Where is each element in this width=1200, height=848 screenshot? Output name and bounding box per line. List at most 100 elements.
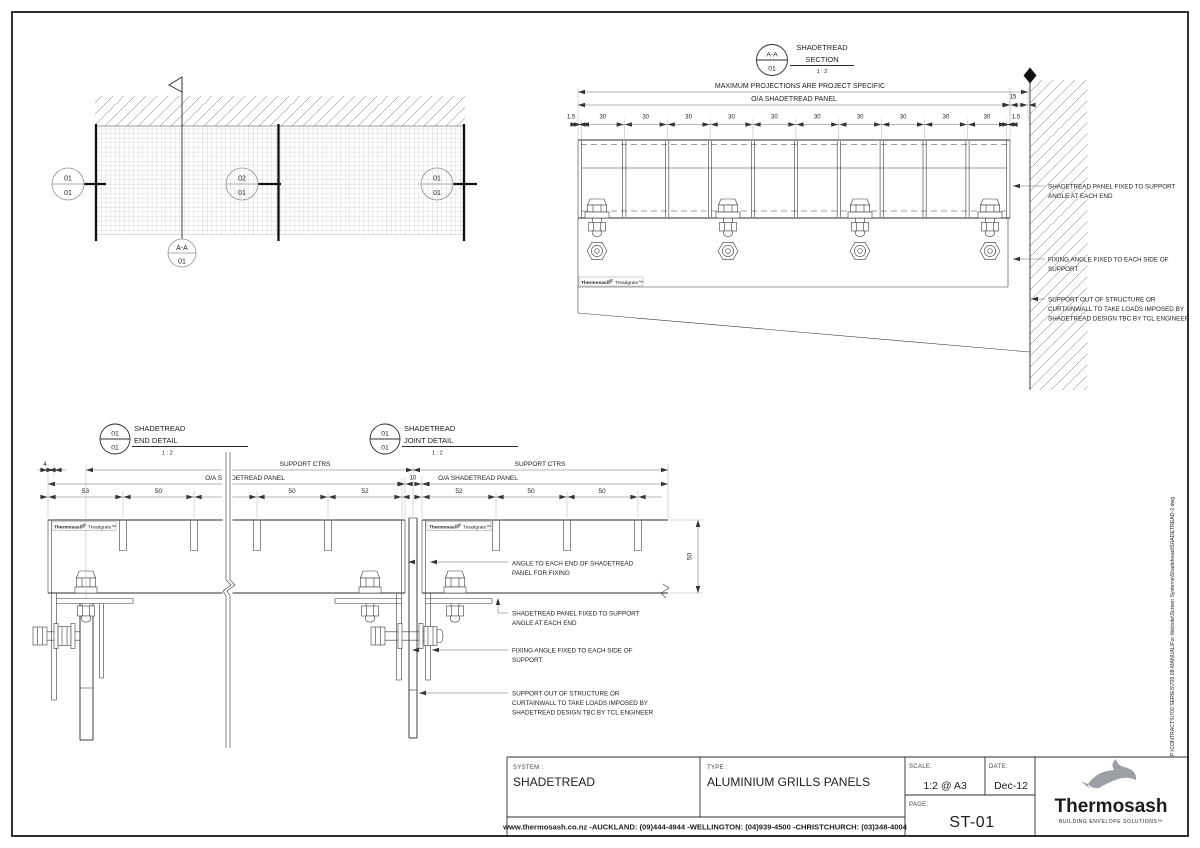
plan-callout-3: 01 01 [420,167,477,201]
annotation-text: SHADETREAD PANEL FIXED TO SUPPORT [512,611,640,618]
dove-icon [1088,759,1137,789]
wall-hatch [95,96,465,126]
dim-label: MAXIMUM PROJECTIONS ARE PROJECT SPECIFIC [715,83,885,90]
detail-views: 01 01 SHADETREAD END DETAIL 1 : 2 01 01 … [32,423,670,741]
page-label: PAGE: [909,802,928,808]
dim-label: 10 [410,476,417,482]
contact-line: www.thermosash.co.nz -AUCKLAND: (09)444-… [502,823,908,832]
joint-callout-top: 01 [381,431,389,438]
dim-label: 50 [527,488,535,495]
callout-top: 01 [64,176,72,183]
end-detail-title: 01 01 SHADETREAD END DETAIL 1 : 2 [99,423,248,457]
callout-bottom: 01 [238,190,246,197]
section-title-line2: SECTION [805,55,838,64]
panel-break-jog [660,583,670,599]
annotation-text: ANGLE TO EACH END OF SHADETREAD [512,561,634,568]
section-title: A-A 01 SHADETREAD SECTION 1 : 2 [756,43,854,76]
joint-detail-title: 01 01 SHADETREAD JOINT DETAIL 1 : 2 [369,423,518,457]
dim-label: 30 [984,115,991,121]
dimension-row: MAXIMUM PROJECTIONS ARE PROJECT SPECIFIC [578,83,1028,95]
datum-diamond-icon [1023,67,1037,84]
plan-callout-1: 01 01 [51,167,106,201]
annotation-text: SHADETREAD DESIGN TBC BY TCL ENGINEER [1048,316,1190,323]
joint-title-scale: 1 : 2 [432,451,443,457]
panel-height-dimension: 50 [670,519,703,594]
section-flag-icon [168,76,183,93]
margin-file-note: P:\CONTRACTS\700 SERIES\709.08-MANUAL\Fo… [1170,497,1176,756]
annotation-text: FIXING ANGLE FIXED TO EACH SIDE OF [1048,257,1169,264]
joint-callout-bottom: 01 [381,445,389,452]
joint-detail-fixings [334,517,493,739]
callout-top: 02 [238,176,246,183]
plan-view: A-A 01 01 01 02 01 01 01 [51,76,477,268]
dim-label: 30 [600,115,607,121]
dimension-row: O/A SHADETREAD PANEL [578,96,1010,108]
plan-callout-2: 02 01 [225,167,281,201]
section-title-scale: 1 : 2 [817,69,828,75]
annotation-text: SUPPORT OUT OF STRUCTURE OR [512,691,620,698]
dimension-row: 15 [1002,95,1036,108]
dimensions: MAXIMUM PROJECTIONS ARE PROJECT SPECIFIC… [38,83,1036,500]
dim-label: 30 [642,115,649,121]
section-marker-bottom: 01 [178,259,186,266]
dim-label: O/A SHADETREAD PANEL [751,96,837,103]
callout-top: 01 [433,176,441,183]
type-label: TYPE : [707,765,728,771]
dim-label: 30 [857,115,864,121]
dim-label: 52 [361,488,369,495]
dim-label: O/A SHADETREAD PANEL [205,475,285,482]
section-title-line1: SHADETREAD [796,43,848,52]
sheet-border [11,11,1189,837]
thermosash-logo: Thermosash BUILDING ENVELOPE SOLUTIONS™ [1055,759,1168,825]
dim-label: 50 [598,488,606,495]
annotation-text: SUPPORT [512,657,542,664]
dim-label: 30 [685,115,692,121]
dim-label: 50 [155,488,163,495]
system-value: SHADETREAD [513,775,595,789]
dimension-row: 53 50 [40,488,226,500]
annotation-text: SHADETREAD PANEL FIXED TO SUPPORT [1048,184,1176,191]
dim-label: 15 [1010,95,1017,101]
break-line [222,452,236,748]
section-view: A-A 01 SHADETREAD SECTION 1 : 2 [577,43,1088,390]
title-block: SYSTEM : SHADETREAD TYPE : ALUMINIUM GRI… [502,756,1188,836]
joint-title-line2: JOINT DETAIL [404,436,453,445]
section-callout-bottom: 01 [768,66,776,73]
scale-label: SCALE: [909,764,932,770]
dimension-row: 50 52 [232,488,410,500]
annotation-text: ANGLE AT EACH END [512,620,577,627]
dimension-row: SUPPORT CTRS [413,461,668,473]
callout-bottom: 01 [433,190,441,197]
section-annotations: SHADETREAD PANEL FIXED TO SUPPORT ANGLE … [1013,184,1190,323]
dim-label: 4 [43,462,47,468]
dim-label: 1.5 [1012,115,1021,121]
end-title-line1: SHADETREAD [134,424,186,433]
annotation-text: SHADETREAD DESIGN TBC BY TCL ENGINEER [512,710,654,717]
brand-tagline: BUILDING ENVELOPE SOLUTIONS™ [1059,819,1163,825]
date-label: DATE: [989,764,1008,770]
structure-hatch [1030,80,1088,390]
section-marker-top: A-A [176,245,188,252]
dim-label: 50 [288,488,296,495]
scale-value: 1:2 @ A3 [923,780,967,792]
dimension-row: SUPPORT CTRS [86,461,413,473]
section-callout-top: A-A [766,52,778,59]
height-dim-label: 50 [687,553,694,561]
dimension-row: 4 [38,462,66,473]
dim-label: O/A SHADETREAD PANEL [438,475,518,482]
end-title-scale: 1 : 2 [162,451,173,457]
grille-panel-grid [95,126,465,234]
system-label: SYSTEM : [513,765,543,771]
annotation-text: ANGLE AT EACH END [1048,193,1113,200]
dim-label: 30 [943,115,950,121]
end-callout-top: 01 [111,431,119,438]
dove-beak-icon [1081,781,1089,788]
dim-label: 30 [900,115,907,121]
end-title-line2: END DETAIL [134,436,178,445]
dim-label: 53 [82,488,90,495]
end-and-joint-panels [47,519,670,599]
annotation-text: SUPPORT [1048,266,1078,273]
annotation-text: CURTAINWALL TO TAKE LOADS IMPOSED BY [1048,306,1185,313]
dim-label: 30 [771,115,778,121]
brand-name: Thermosash [1055,796,1168,817]
